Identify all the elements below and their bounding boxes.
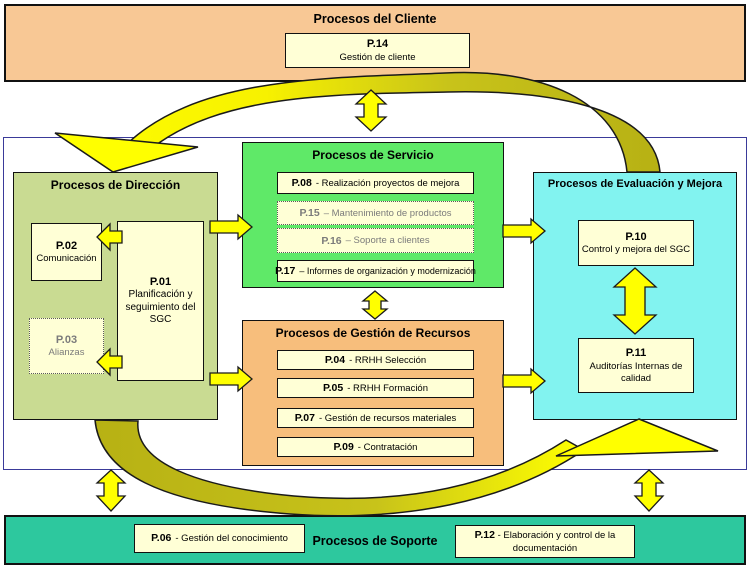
p02-code: P.02 — [55, 239, 78, 252]
p09-label: - Contratación — [357, 441, 418, 453]
p03-label: Alianzas — [48, 347, 85, 359]
p11-code: P.11 — [625, 347, 647, 360]
process-box-p01: P.01 Planificación y seguimiento del SGC — [117, 221, 204, 381]
process-box-p11: P.11 Auditorías Internas de calidad — [578, 338, 694, 393]
process-box-p12: P.12 - Elaboración y control de la docum… — [455, 525, 635, 558]
process-box-p10: P.10 Control y mejora del SGC — [578, 220, 694, 266]
p14-code: P.14 — [366, 38, 389, 51]
p04-label: - RRHH Selección — [349, 354, 427, 366]
evaluation-section-title: Procesos de Evaluación y Mejora — [547, 178, 723, 190]
p11-label: Auditorías Internas de calidad — [589, 360, 683, 384]
process-row-p04: P.04 - RRHH Selección — [277, 350, 474, 370]
double-arrow-core-support-right — [633, 469, 665, 512]
p07-label: - Gestión de recursos materiales — [318, 412, 457, 424]
evaluation-improvement-section: Procesos de Evaluación y Mejora P.10 Con… — [533, 172, 737, 420]
p17-label: – Informes de organización y modernizaci… — [299, 266, 476, 276]
direction-section-title: Procesos de Dirección — [50, 178, 181, 192]
p02-label: Comunicación — [36, 253, 97, 265]
p15-label: – Mantenimiento de productos — [323, 207, 452, 219]
double-arrow-client-core — [354, 89, 388, 132]
p03-code: P.03 — [55, 333, 78, 346]
p17-code: P.17 — [275, 265, 296, 277]
p08-label: - Realización proyectos de mejora — [315, 177, 460, 189]
resources-section-title: Procesos de Gestión de Recursos — [275, 326, 471, 340]
process-box-p02: P.02 Comunicación — [31, 223, 102, 281]
p10-label: Control y mejora del SGC — [581, 244, 691, 256]
p04-code: P.04 — [324, 354, 346, 366]
p10-code: P.10 — [625, 230, 647, 243]
process-row-p05: P.05 - RRHH Formación — [277, 378, 474, 398]
p12-code: P.12 — [474, 529, 495, 541]
process-row-p09: P.09 - Contratación — [277, 437, 474, 457]
process-row-p15: P.15 – Mantenimiento de productos — [277, 201, 474, 225]
p06-label: - Gestión del conocimiento — [175, 532, 288, 544]
p01-label: Planificación y seguimiento del SGC — [125, 289, 196, 326]
support-band-title: Procesos de Soporte — [312, 534, 438, 548]
double-arrow-core-support-left — [95, 469, 127, 512]
p09-code: P.09 — [333, 441, 354, 453]
p06-code: P.06 — [151, 531, 172, 544]
resource-management-section: Procesos de Gestión de Recursos P.04 - R… — [242, 320, 504, 466]
p16-code: P.16 — [321, 234, 342, 247]
process-box-p06: P.06 - Gestión del conocimiento — [134, 524, 305, 553]
process-row-p07: P.07 - Gestión de recursos materiales — [277, 408, 474, 428]
client-processes-band: Procesos del Cliente P.14 Gestión de cli… — [4, 4, 746, 82]
process-row-p08: P.08 - Realización proyectos de mejora — [277, 172, 474, 194]
service-processes-section: Procesos de Servicio P.08 - Realización … — [242, 142, 504, 288]
p05-label: - RRHH Formación — [347, 382, 428, 394]
process-row-p17: P.17 – Informes de organización y modern… — [275, 260, 476, 282]
support-processes-band: Procesos de Soporte P.06 - Gestión del c… — [4, 515, 746, 565]
process-box-p14: P.14 Gestión de cliente — [285, 33, 470, 68]
p07-code: P.07 — [294, 412, 315, 424]
process-box-p03: P.03 Alianzas — [29, 318, 104, 374]
p16-label: – Soporte a clientes — [345, 235, 430, 246]
p12-label: - Elaboración y control de la documentac… — [497, 530, 616, 554]
p14-label: Gestión de cliente — [339, 51, 416, 63]
p01-code: P.01 — [149, 276, 172, 289]
service-section-title: Procesos de Servicio — [312, 148, 434, 162]
p15-code: P.15 — [299, 207, 320, 219]
client-band-title: Procesos del Cliente — [313, 12, 437, 26]
p08-code: P.08 — [291, 177, 312, 189]
p05-code: P.05 — [322, 382, 344, 394]
direction-processes-section: Procesos de Dirección P.02 Comunicación … — [13, 172, 218, 420]
process-row-p16: P.16 – Soporte a clientes — [277, 228, 474, 253]
